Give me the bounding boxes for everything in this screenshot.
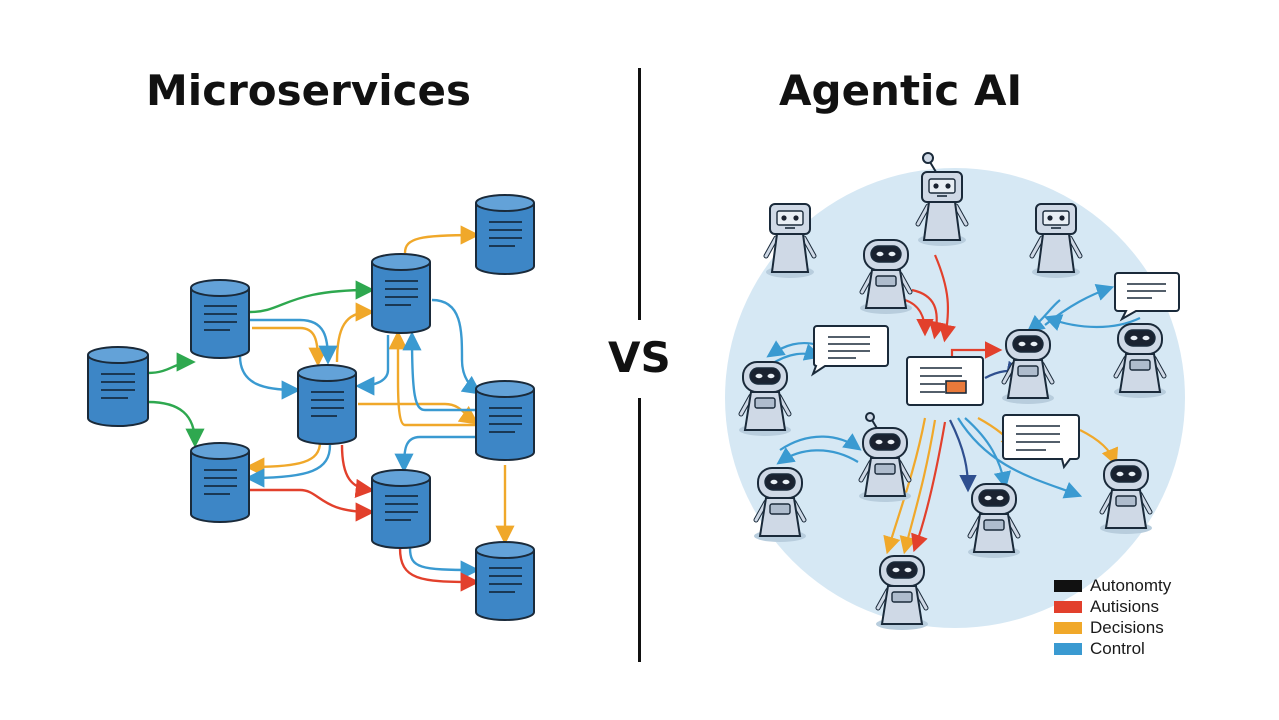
agent-robots bbox=[739, 152, 1166, 630]
vertical-divider bbox=[638, 68, 641, 320]
connection-arrow bbox=[904, 298, 934, 337]
robot-icon bbox=[968, 484, 1020, 558]
legend-item: Autonomty bbox=[1054, 575, 1171, 596]
connection-arrow bbox=[250, 318, 338, 365]
robot-icon bbox=[754, 468, 806, 542]
connection-arrow bbox=[398, 547, 480, 592]
connection-arrow bbox=[249, 280, 375, 314]
database-icon bbox=[190, 442, 250, 523]
message-bubble-icon bbox=[906, 356, 984, 406]
agentic-ai-title: Agentic AI bbox=[779, 66, 1023, 115]
legend-item: Control bbox=[1054, 638, 1171, 659]
robot-icon bbox=[918, 152, 966, 246]
robot-icon bbox=[1114, 324, 1166, 398]
connection-arrow bbox=[147, 352, 196, 375]
legend-label: Autisions bbox=[1090, 596, 1159, 616]
robot-icon bbox=[859, 412, 911, 502]
connection-arrow bbox=[964, 417, 1012, 490]
connection-arrow bbox=[250, 488, 375, 522]
message-bubble-icon bbox=[1002, 414, 1080, 470]
agent-connections bbox=[766, 254, 1141, 555]
connection-arrow bbox=[911, 288, 947, 340]
vs-label: VS bbox=[608, 333, 671, 382]
legend-swatch bbox=[1054, 621, 1082, 634]
connection-arrow bbox=[779, 433, 862, 451]
database-icon bbox=[87, 346, 149, 427]
database-icon bbox=[371, 469, 431, 549]
connection-arrow bbox=[394, 435, 478, 473]
connection-arrow bbox=[403, 225, 480, 254]
connection-arrow bbox=[911, 421, 947, 553]
legend-label: Autonomty bbox=[1090, 575, 1172, 595]
microservices-title: Microservices bbox=[146, 66, 472, 115]
connection-arrow bbox=[899, 419, 937, 555]
legend-label: Control bbox=[1090, 638, 1145, 658]
connection-arrow bbox=[340, 444, 375, 498]
database-icon bbox=[190, 279, 250, 359]
connection-arrow bbox=[1079, 429, 1119, 467]
legend-label: Decisions bbox=[1090, 617, 1164, 637]
connection-arrow bbox=[1043, 314, 1141, 331]
robot-icon bbox=[860, 240, 912, 314]
robot-icon bbox=[766, 204, 814, 278]
connection-arrow bbox=[883, 417, 927, 555]
legend-swatch bbox=[1054, 579, 1082, 592]
legend-swatch bbox=[1054, 642, 1082, 655]
legend-item: Autisions bbox=[1054, 596, 1171, 617]
connection-arrow bbox=[335, 302, 375, 363]
connection-arrow bbox=[957, 417, 1083, 499]
message-bubbles bbox=[810, 272, 1180, 470]
message-bubble-icon bbox=[810, 325, 889, 377]
database-icon bbox=[475, 194, 535, 275]
connection-arrow bbox=[147, 400, 205, 448]
connection-arrow bbox=[238, 355, 301, 400]
legend-item: Decisions bbox=[1054, 617, 1171, 638]
robot-icon bbox=[739, 362, 791, 436]
database-icon bbox=[297, 364, 357, 445]
connection-arrow bbox=[388, 330, 478, 427]
robot-icon bbox=[1032, 204, 1080, 278]
connection-arrow bbox=[245, 444, 332, 488]
robot-icon bbox=[1002, 330, 1054, 404]
connection-arrow bbox=[431, 298, 482, 395]
database-icon bbox=[371, 253, 431, 334]
database-icon bbox=[475, 541, 535, 621]
connection-arrow bbox=[949, 419, 977, 493]
legend: Autonomty Autisions Decisions Control bbox=[1054, 575, 1171, 659]
robot-icon bbox=[1100, 460, 1152, 534]
connection-arrow bbox=[355, 335, 390, 396]
microservices-connections bbox=[147, 225, 515, 592]
connection-arrow bbox=[402, 331, 478, 412]
connection-arrow bbox=[776, 447, 859, 465]
database-icon bbox=[475, 380, 535, 461]
microservices-databases bbox=[87, 194, 535, 621]
message-bubble-icon bbox=[1114, 272, 1180, 322]
vertical-divider bbox=[638, 398, 641, 662]
legend-swatch bbox=[1054, 600, 1082, 613]
connection-arrow bbox=[252, 326, 328, 367]
robot-icon bbox=[876, 556, 928, 630]
connection-arrow bbox=[408, 547, 480, 580]
connection-arrow bbox=[358, 402, 479, 425]
connection-arrow bbox=[1026, 299, 1061, 333]
connection-arrow bbox=[933, 254, 956, 343]
connection-arrow bbox=[245, 441, 322, 477]
